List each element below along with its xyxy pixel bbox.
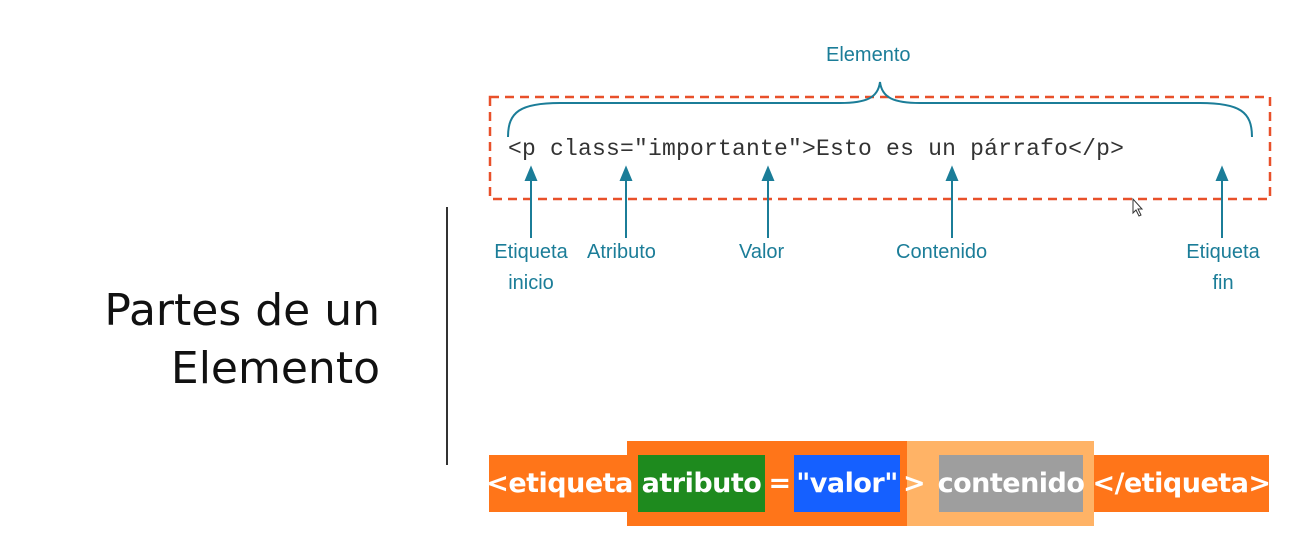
label-atributo: Atributo: [587, 241, 656, 263]
mouse-cursor-icon: [1132, 197, 1144, 217]
vertical-divider: [446, 207, 448, 465]
syntax-content: contenido: [938, 455, 1085, 512]
arrowhead-etiqueta-fin: [1215, 165, 1229, 181]
arrowhead-etiqueta-inicio: [524, 165, 538, 181]
element-brace: [507, 81, 1253, 138]
label-etiqueta-inicio: Etiqueta inicio: [484, 237, 578, 299]
syntax-equals: =: [768, 468, 791, 499]
syntax-value: "valor": [794, 455, 900, 512]
label-etiqueta-fin-line1: Etiqueta: [1186, 241, 1260, 263]
label-etiqueta-fin-line2: fin: [1212, 272, 1234, 294]
arrowhead-atributo: [619, 165, 633, 181]
page-title: Partes de un Elemento: [104, 282, 380, 398]
syntax-attribute: atributo: [638, 455, 765, 512]
title-line-1: Partes de un: [104, 285, 380, 336]
arrowhead-contenido: [945, 165, 959, 181]
label-etiqueta-inicio-line1: Etiqueta: [494, 241, 568, 263]
element-dashed-box: [488, 95, 1272, 201]
title-line-2: Elemento: [170, 343, 380, 394]
syntax-close-tag: </etiqueta>: [1092, 468, 1271, 499]
label-valor: Valor: [739, 241, 785, 263]
element-label: Elemento: [826, 44, 911, 66]
syntax-close-bracket: >: [902, 468, 926, 499]
syntax-open-tag: <etiqueta: [486, 468, 633, 499]
code-example: <p class="importante">Esto es un párrafo…: [508, 136, 1125, 162]
label-etiqueta-fin: Etiqueta fin: [1176, 237, 1270, 299]
label-contenido: Contenido: [896, 241, 988, 263]
arrowhead-valor: [761, 165, 775, 181]
label-etiqueta-inicio-line2: inicio: [508, 272, 554, 294]
